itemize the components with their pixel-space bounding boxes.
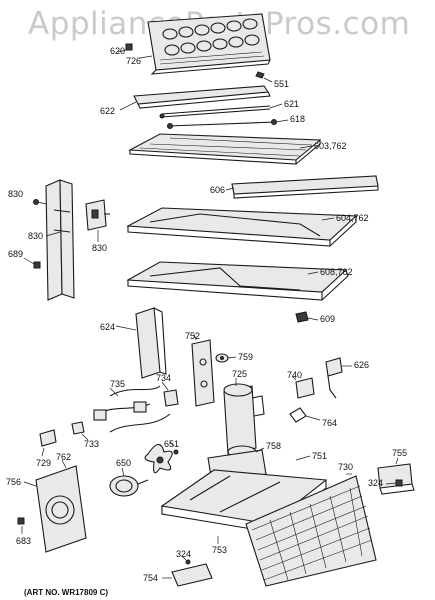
overload-740[interactable]	[295, 377, 315, 399]
defrost-heater[interactable]	[159, 105, 271, 119]
callout-734: 734	[156, 373, 171, 383]
callout-758: 758	[266, 441, 281, 451]
callout-609: 609	[320, 314, 335, 324]
callout-759: 759	[238, 352, 253, 362]
callout-725: 725	[232, 369, 247, 379]
heater-bracket[interactable]	[167, 119, 277, 129]
relay-626[interactable]	[325, 357, 343, 399]
channel-screw[interactable]	[33, 199, 39, 205]
drain-pan-755[interactable]	[377, 463, 415, 495]
callout-689: 689	[8, 249, 23, 259]
callout-324-b: 324	[176, 549, 191, 559]
callout-729: 729	[36, 458, 51, 468]
callout-603-762: 603,762	[314, 141, 347, 151]
callout-624: 624	[100, 322, 115, 332]
callout-751: 751	[312, 451, 327, 461]
callout-764: 764	[322, 418, 337, 428]
callout-752: 752	[185, 331, 200, 341]
callout-551: 551	[274, 79, 289, 89]
callout-618: 618	[290, 114, 305, 124]
screw-324-a[interactable]	[395, 479, 403, 487]
fan-motor[interactable]	[109, 475, 149, 497]
drain-tube-764[interactable]	[289, 407, 307, 423]
callout-762: 762	[56, 452, 71, 462]
screw-324-b[interactable]	[185, 559, 191, 565]
callout-650: 650	[116, 458, 131, 468]
capacitor-734[interactable]	[163, 389, 179, 407]
callout-754: 754	[143, 573, 158, 583]
callout-735: 735	[110, 379, 125, 389]
shelf-clip-609[interactable]	[295, 311, 309, 323]
callout-730: 730	[338, 462, 353, 472]
bracket-754[interactable]	[171, 563, 213, 587]
compressor-bracket[interactable]	[191, 339, 215, 407]
screw-689[interactable]	[33, 261, 41, 269]
callout-621: 621	[284, 99, 299, 109]
callout-622: 622	[100, 106, 115, 116]
connector-733[interactable]	[71, 421, 85, 435]
side-channel[interactable]	[45, 179, 75, 301]
callout-733: 733	[84, 439, 99, 449]
callout-726: 726	[126, 56, 141, 66]
callout-683: 683	[16, 536, 31, 546]
coil-clip[interactable]	[125, 43, 133, 51]
crisper-shelf[interactable]	[126, 261, 349, 301]
damper-control[interactable]	[85, 199, 110, 231]
terminal-block-729[interactable]	[39, 429, 57, 447]
callout-830-c: 830	[92, 243, 107, 253]
fresh-food-shelf[interactable]	[126, 207, 358, 247]
screw-683[interactable]	[17, 517, 25, 525]
art-number: (ART NO. WR17809 C)	[24, 588, 108, 597]
callout-626: 626	[354, 360, 369, 370]
callout-830-b: 830	[28, 231, 43, 241]
freezer-shelf[interactable]	[128, 133, 322, 165]
callout-606: 606	[210, 185, 225, 195]
divider-rail[interactable]	[231, 175, 379, 199]
screw-551[interactable]	[255, 71, 265, 79]
fan-blade[interactable]	[144, 443, 173, 474]
evaporator-coil[interactable]	[147, 13, 271, 75]
callout-620: 620	[110, 46, 125, 56]
air-duct[interactable]	[135, 307, 167, 379]
condenser-coil[interactable]	[245, 475, 377, 587]
callout-604-762: 604,762	[336, 213, 369, 223]
grommet-759[interactable]	[215, 353, 229, 363]
compressor[interactable]	[223, 383, 265, 459]
evaporator-cover[interactable]	[133, 85, 271, 109]
callout-651: 651	[164, 439, 179, 449]
callout-324-a: 324	[368, 478, 383, 488]
wire-harness[interactable]	[93, 385, 171, 433]
callout-830-a: 830	[8, 189, 23, 199]
callout-740: 740	[287, 370, 302, 380]
nut-651[interactable]	[173, 449, 179, 455]
callout-756: 756	[6, 477, 21, 487]
callout-755: 755	[392, 448, 407, 458]
fan-shroud[interactable]	[35, 465, 87, 553]
callout-753: 753	[212, 545, 227, 555]
callout-608-762: 608,762	[320, 267, 353, 277]
